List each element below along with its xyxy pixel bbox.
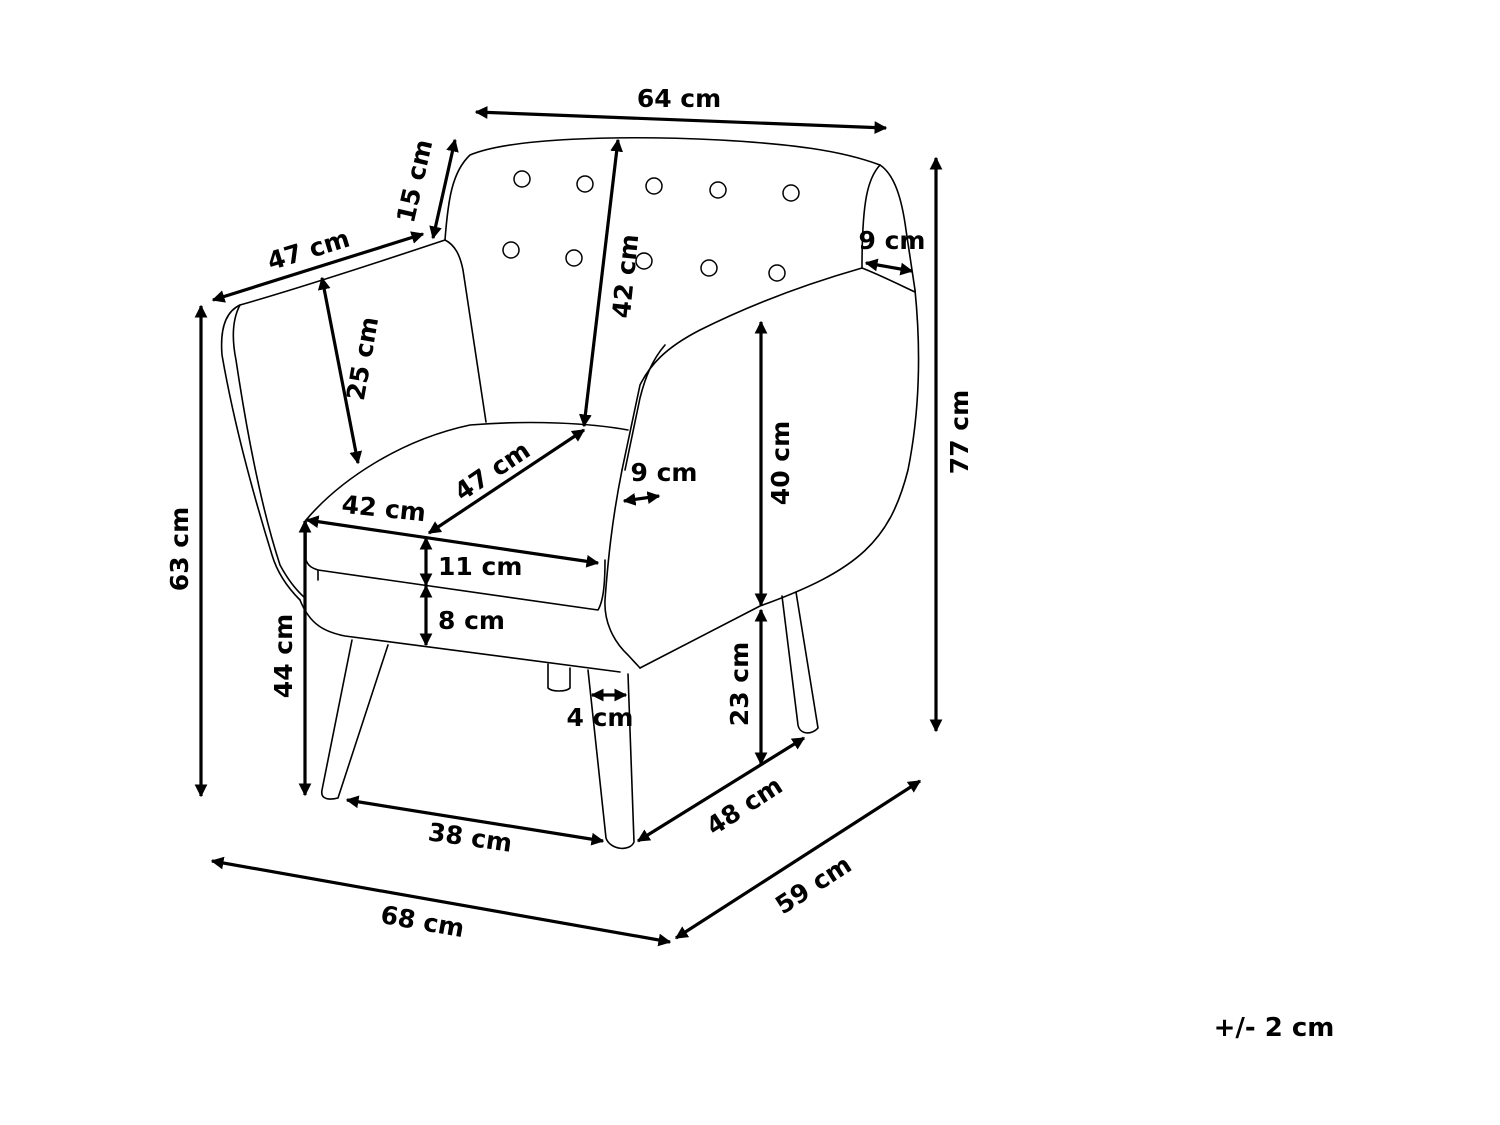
left-arm-side [232,304,306,599]
left-arm-outline [220,239,446,601]
right-arm-outline [639,289,920,669]
front-right-leg [587,669,635,850]
label-armrest-front-width: 9 cm [631,458,698,487]
arrow-side-back-height [429,138,459,240]
label-cushion-thickness: 11 cm [438,552,522,581]
label-arm-height: 63 cm [165,507,194,591]
label-backrest-height: 42 cm [607,233,645,320]
tolerance-note: +/- 2 cm [1214,1013,1335,1043]
label-frame-thickness: 8 cm [438,606,505,635]
arrow-armrest-back-width [864,258,914,276]
backrest-side [861,164,881,269]
arrow-backrest-width [474,106,888,134]
backrest-outline [444,137,916,291]
arrow-seat-width [305,515,600,568]
tufting-buttons [502,170,800,282]
dimension-labels: 64 cm 42 cm 15 cm 47 cm 9 cm 77 cm 25 cm… [165,84,974,943]
right-arm-top [621,267,863,471]
label-side-back-height: 15 cm [391,137,438,226]
arrow-backrest-height [579,138,623,428]
arrow-overall-width [210,856,672,947]
back-right-leg [781,591,819,734]
label-leg-height: 23 cm [725,642,754,726]
arrow-leg-span-front [345,795,605,846]
front-left-leg [320,639,389,800]
arrow-side-top-depth [211,231,425,303]
left-arm-inner [444,239,487,423]
label-overall-depth: 59 cm [770,850,857,920]
arrow-arm-back-height [317,276,363,465]
label-backrest-width: 64 cm [637,84,721,113]
dimension-arrows [194,106,943,947]
arrow-overall-depth [674,779,922,940]
label-seat-height: 44 cm [269,614,298,698]
label-leg-width: 4 cm [567,703,634,732]
label-total-height: 77 cm [945,390,974,474]
right-arm-inner-edge [624,344,666,471]
label-side-top-depth: 47 cm [264,224,353,276]
label-seat-width: 42 cm [340,490,427,528]
label-armrest-back-width: 9 cm [859,226,926,255]
right-arm-front [604,469,641,669]
label-leg-span-side: 48 cm [701,771,788,841]
back-left-leg [547,663,571,692]
label-arm-back-height: 25 cm [341,314,384,402]
arrow-armrest-front-width [622,491,661,506]
label-overall-width: 68 cm [378,900,466,943]
label-arm-height-above-seat: 40 cm [766,421,795,505]
